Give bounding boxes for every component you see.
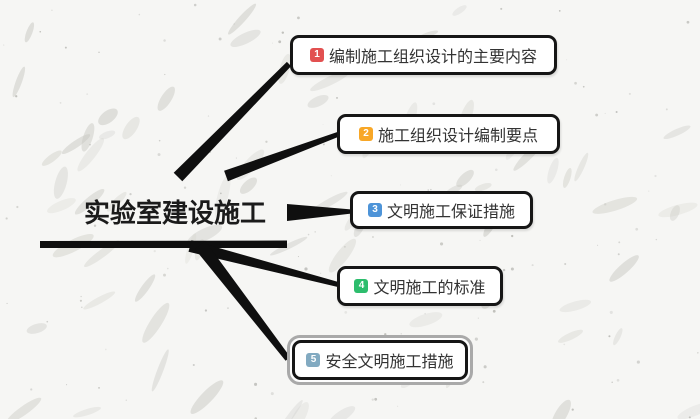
node-guarantee-measures[interactable]: 3 文明施工保证措施 [350,191,533,229]
priority-badge-4: 4 [354,279,369,293]
central-topic[interactable]: 实验室建设施工 [84,198,267,228]
node-label: 施工组织设计编制要点 [377,128,538,145]
root-underline [40,240,287,248]
priority-badge-1: 1 [309,48,324,62]
branch-line-3 [287,204,352,221]
node-label: 文明施工的标准 [373,280,486,297]
node-main-contents[interactable]: 1 编制施工组织设计的主要内容 [290,35,557,75]
branch-line-2 [224,131,340,182]
branch-line-4 [188,240,341,288]
node-civilized-standards[interactable]: 4 文明施工的标准 [337,266,503,306]
branch-line-5 [194,241,291,361]
priority-badge-5: 5 [306,353,321,367]
node-label: 安全文明施工措施 [325,354,454,371]
node-safety-measures[interactable]: 5 安全文明施工措施 [292,340,468,380]
priority-badge-2: 2 [358,127,373,141]
node-design-key-points[interactable]: 2 施工组织设计编制要点 [337,114,560,154]
branch-line-1 [173,61,292,182]
node-label: 文明施工保证措施 [386,204,515,221]
priority-badge-3: 3 [367,203,382,217]
selected-node-ring[interactable]: 5 安全文明施工措施 [287,335,473,385]
node-label: 编制施工组织设计的主要内容 [328,49,537,66]
